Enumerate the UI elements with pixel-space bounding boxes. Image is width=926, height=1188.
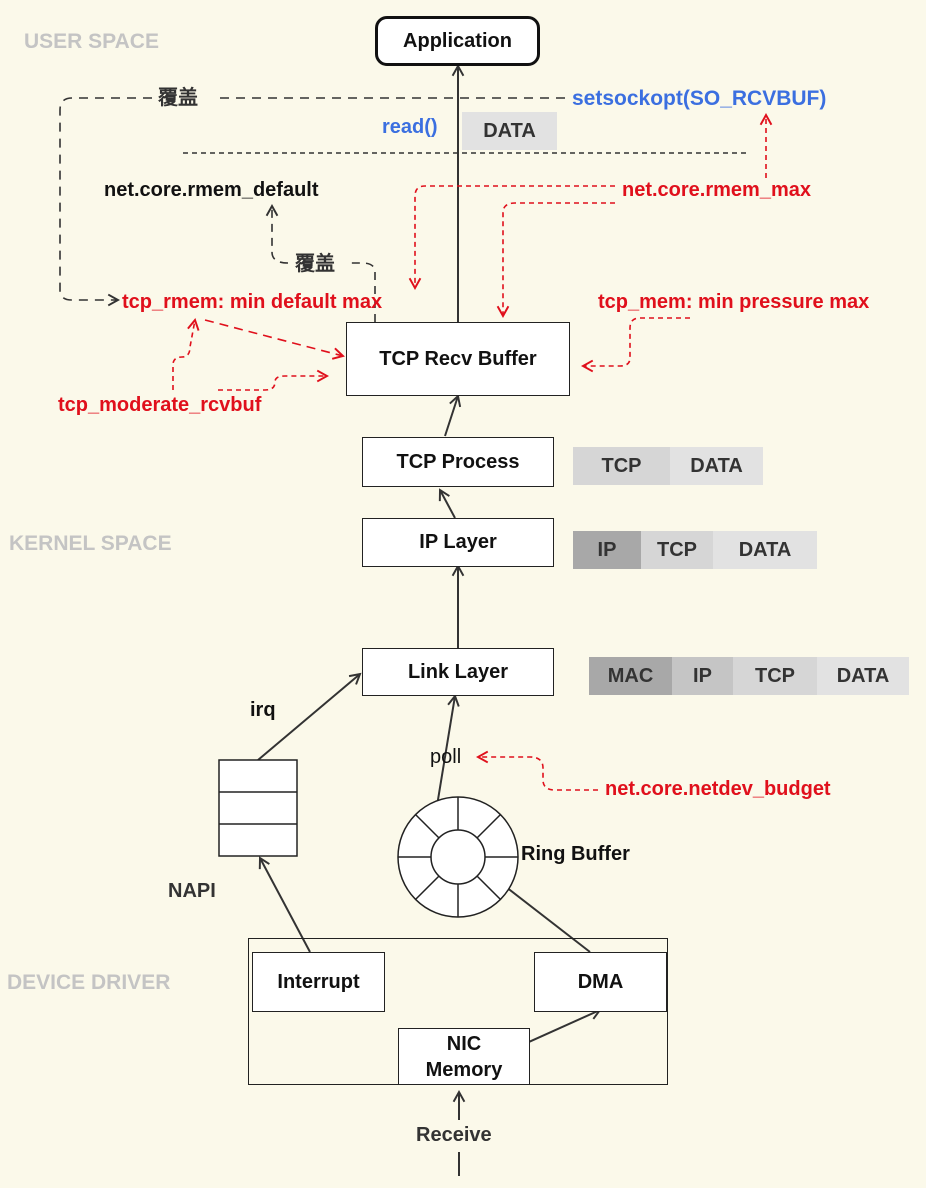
override-setsockopt-to-tcp-rmem — [59, 97, 565, 300]
header-seg-ip: IP — [672, 657, 733, 695]
tcp-mem-label: tcp_mem: min pressure max — [598, 291, 870, 313]
override-label-mid: 覆盖 — [295, 253, 335, 275]
header-seg-data: DATA — [713, 531, 817, 569]
application-box[interactable]: Application — [375, 16, 540, 66]
setsockopt-label: setsockopt(SO_RCVBUF) — [572, 87, 827, 110]
flow-ip-to-tcpprocess — [438, 488, 456, 519]
section-user-space: USER SPACE — [24, 30, 159, 53]
flow-ring-to-link — [434, 694, 460, 819]
tcp-rmem-to-recvbuf — [204, 319, 345, 360]
header-tcp-process: TCP DATA — [573, 447, 763, 485]
flow-tcpprocess-to-recvbuf — [444, 394, 462, 437]
dma-box[interactable]: DMA — [534, 952, 667, 1012]
rmem-max-label: net.core.rmem_max — [622, 179, 811, 201]
rmem-default-label: net.core.rmem_default — [104, 179, 319, 201]
moderate-rcvbuf-to-recvbuf — [218, 369, 330, 391]
header-user-data: DATA — [462, 112, 557, 150]
flow-dma-to-ring — [495, 878, 591, 953]
nic-memory-box[interactable]: NIC Memory — [398, 1028, 530, 1085]
receive-label: Receive — [416, 1124, 492, 1146]
section-kernel-space: KERNEL SPACE — [9, 532, 172, 555]
header-seg-tcp: TCP — [573, 447, 670, 485]
header-seg-data: DATA — [670, 447, 763, 485]
link-layer-box[interactable]: Link Layer — [362, 648, 554, 696]
napi-label: NAPI — [168, 880, 216, 902]
header-seg-data: DATA — [462, 112, 557, 150]
netdev-budget-label: net.core.netdev_budget — [605, 778, 831, 800]
ip-layer-box[interactable]: IP Layer — [362, 518, 554, 567]
moderate-rcvbuf-to-tcp-rmem — [172, 318, 200, 390]
tcp-rmem-label: tcp_rmem: min default max — [122, 291, 383, 313]
override-label-top: 覆盖 — [158, 87, 198, 109]
tcp-process-box[interactable]: TCP Process — [362, 437, 554, 487]
header-seg-ip: IP — [573, 531, 641, 569]
header-ip-layer: IP TCP DATA — [573, 531, 817, 569]
netdev-budget-to-poll — [475, 750, 598, 791]
override-recvbuf-to-rmem-default — [272, 206, 376, 322]
napi-queue — [218, 759, 298, 857]
ring-buffer-icon — [397, 796, 519, 918]
read-label: read() — [382, 116, 438, 138]
interrupt-box[interactable]: Interrupt — [252, 952, 385, 1012]
header-seg-mac: MAC — [589, 657, 672, 695]
tcp-mem-to-recvbuf — [580, 317, 690, 373]
flow-irq-to-link — [257, 672, 362, 761]
header-seg-data: DATA — [817, 657, 909, 695]
section-device-driver: DEVICE DRIVER — [7, 971, 171, 994]
rmem-max-to-recvbuf — [496, 202, 615, 319]
header-link-layer: MAC IP TCP DATA — [589, 657, 909, 695]
flow-interrupt-to-napi — [258, 856, 311, 953]
ring-buffer-label: Ring Buffer — [521, 843, 630, 865]
poll-label: poll — [430, 746, 462, 768]
tcp-recv-buffer-box[interactable]: TCP Recv Buffer — [346, 322, 570, 396]
nic-memory-line1: NIC — [446, 1032, 482, 1055]
header-seg-tcp: TCP — [733, 657, 817, 695]
tcp-moderate-rcvbuf-label: tcp_moderate_rcvbuf — [58, 394, 262, 416]
nic-memory-line2: Memory — [425, 1058, 503, 1081]
header-seg-tcp: TCP — [641, 531, 713, 569]
irq-label: irq — [250, 699, 276, 721]
rmem-max-to-tcp-rmem — [408, 185, 615, 291]
